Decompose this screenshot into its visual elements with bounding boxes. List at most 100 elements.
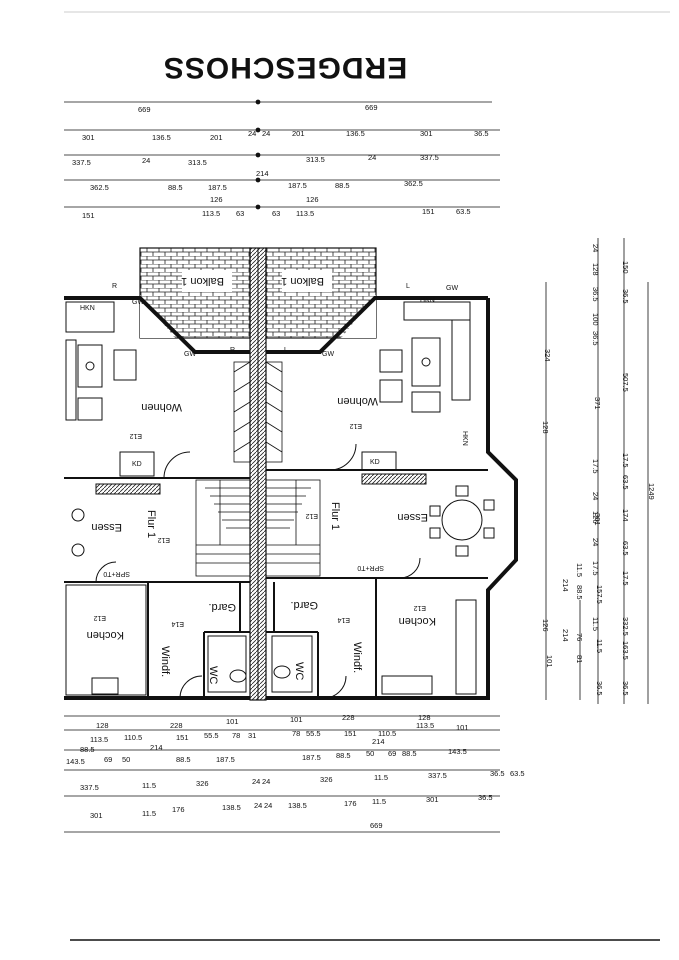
dim-label: 332.5 [621,617,630,636]
dim-label: 163.5 [621,641,630,660]
dim-label: 157.5 [595,585,604,604]
room-label-essen-left: Essen [91,521,122,533]
dim-label: 326 [196,779,209,788]
dim-label: 337.5 [428,771,447,780]
room-label-balkon-right: Balkon 1 [281,275,324,287]
dim-label: 63 [272,209,280,218]
dim-label: 136.5 [152,133,171,142]
room-labels: Wohnen Wohnen E12 E12 Essen Essen Flur 1… [80,283,468,684]
room-label-balkon-left: Balkon 1 [181,275,224,287]
dim-label: 187.5 [216,755,235,764]
code-label: GW [322,351,334,358]
dim-label: 174 [621,509,630,522]
bottom-dimension-labels: 128 228 101 101 228 128 101 113.5 110.5 … [66,713,525,830]
room-label-gard-left: Gard. [208,601,236,613]
dim-label: 126 [210,195,223,204]
dim-label: 128 [96,721,109,730]
code-label: E12 [349,422,362,429]
dim-label: 110.5 [124,733,142,742]
dim-label: 63.5 [621,475,630,490]
dim-label: 669 [365,103,378,112]
dim-label: 88.5 [402,749,417,758]
code-label: E12 [305,512,318,519]
right-dimension-labels: 24 128 36.5 100 36.5 17.5 24 126 24 17.5… [541,244,656,696]
dim-label: 371 [593,397,602,410]
dim-label: 113.5 [416,721,434,730]
dim-label: 24 [248,129,256,138]
dim-label: 11.5 [595,639,604,653]
dim-label: 101 [545,655,554,668]
code-label: L [284,347,288,354]
right-dimension-lines [545,238,649,704]
dim-label: 36.5 [478,793,493,802]
code-label: E12 [129,432,142,439]
code-label: KD [370,459,380,466]
dim-label: 36.5 [490,769,505,778]
outer-walls [64,296,518,700]
dim-label: 81 [575,655,584,663]
code-label: L [406,283,410,290]
dim-label: 11.5 [591,617,600,631]
dim-label: 128 [541,421,550,434]
dim-label: 337.5 [420,153,439,162]
dim-label: 50 [122,755,130,764]
dim-label: 151 [344,729,357,738]
dim-label: 187.5 [208,183,227,192]
dim-label: 669 [138,105,151,114]
dim-label: 138.5 [222,803,241,812]
dim-label: 301 [426,795,439,804]
dim-label: 24 [591,538,600,546]
code-label: GW [184,351,196,358]
dim-label: 24 [252,777,260,786]
dim-label: 214 [372,737,385,746]
dim-label: 24 [591,492,600,500]
room-label-windf-right: Windf. [351,642,363,673]
code-label: SPR+T0 [357,564,384,571]
top-dimension-labels: 669 669 301 136.5 201 24 24 201 136.5 30… [72,103,489,220]
dim-label: 214 [561,579,570,592]
dim-label: 11.5 [372,797,386,806]
dim-label: 201 [210,133,223,142]
staircase [195,361,321,577]
dim-label: 88.5 [168,183,183,192]
dim-label: 176 [172,805,185,814]
code-label: HKN [461,431,468,446]
dim-label: 214 [561,629,570,642]
dim-label: 36.5 [595,681,604,696]
dim-label: 113.5 [90,735,108,744]
dim-label: 201 [292,129,305,138]
dim-label: 76 [575,633,584,641]
code-label: E14 [171,620,184,627]
dim-label: 36.5 [474,129,489,138]
room-label-windf-left: Windf. [159,646,171,677]
dim-label: 69 [104,755,112,764]
dim-label: 228 [170,721,183,730]
code-label: R [112,283,117,290]
dim-label: 101 [290,715,303,724]
room-label-flur-right: Flur 1 [329,502,341,530]
dim-label: 63.5 [510,769,525,778]
dim-label: 301 [420,129,433,138]
code-label: E14 [337,616,350,623]
dim-label: 214 [150,743,163,752]
dim-label: 301 [593,513,602,526]
dim-label: 151 [82,211,95,220]
dim-label: 313.5 [188,158,207,167]
code-label: E12 [157,536,170,543]
dim-label: 50 [366,749,374,758]
code-label: GW [446,285,458,292]
dim-label: 362.5 [404,179,423,188]
dim-label: 214 [256,169,269,178]
dim-label: 128 [591,263,600,276]
room-label-flur-left: Flur 1 [145,510,157,538]
dim-label: 88.5 [80,745,95,754]
dim-label: 88.5 [336,751,351,760]
code-label: E12 [413,604,426,611]
bottom-dimension-lines [64,715,660,941]
code-label: HKN [80,305,95,312]
room-label-gard-right: Gard. [290,599,318,611]
dim-label: 24 [262,777,270,786]
dim-label: 24 [264,801,272,810]
dim-label: 100 [591,313,600,326]
